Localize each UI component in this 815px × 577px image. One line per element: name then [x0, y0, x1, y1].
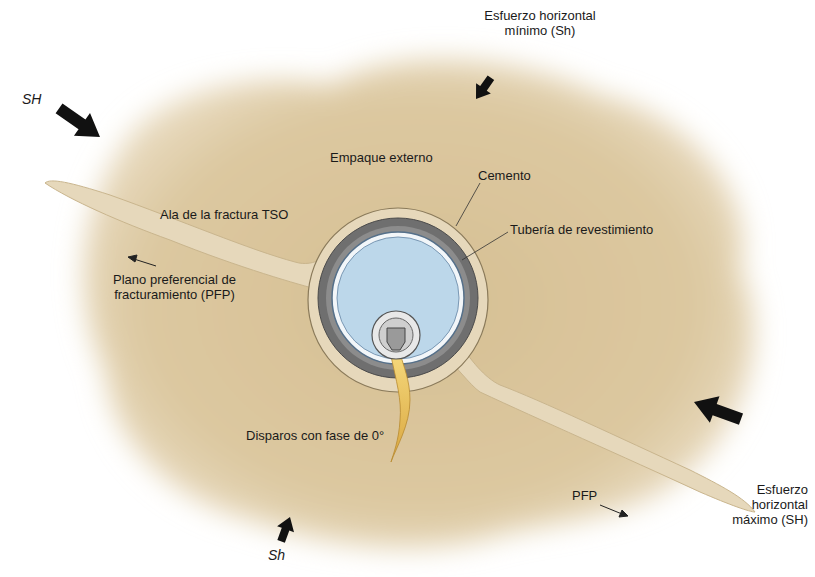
stress-label: Esfuerzo horizontal mínimo (Sh) — [470, 8, 610, 38]
cement-inner — [326, 226, 470, 370]
formation — [84, 60, 754, 548]
part-label: Ala de la fractura TSO — [160, 207, 288, 222]
stress-symbol: SH — [22, 92, 41, 107]
stress-symbol: Sh — [268, 548, 285, 563]
perforating-gun — [372, 311, 420, 359]
leader-line — [456, 183, 480, 226]
perforation-jet — [391, 356, 410, 462]
part-label: Empaque externo — [330, 150, 433, 165]
part-label: Tubería de revestimiento — [510, 222, 653, 237]
part-label: Cemento — [478, 168, 531, 183]
part-label: Disparos con fase de 0° — [246, 428, 384, 443]
casing — [332, 232, 464, 364]
plane-label: Plano preferencial de fracturamiento (PF… — [92, 272, 257, 302]
perforating-gun-inner — [379, 318, 413, 352]
shaped-charge — [387, 328, 405, 350]
stress-arrow — [51, 73, 746, 545]
casing-bore — [337, 237, 459, 359]
stress-label: Esfuerzo horizontal máximo (SH) — [712, 482, 808, 527]
leader-line — [462, 232, 508, 260]
fracture-wing — [440, 340, 755, 512]
plane-label: PFP — [572, 488, 597, 503]
cement — [318, 218, 478, 378]
